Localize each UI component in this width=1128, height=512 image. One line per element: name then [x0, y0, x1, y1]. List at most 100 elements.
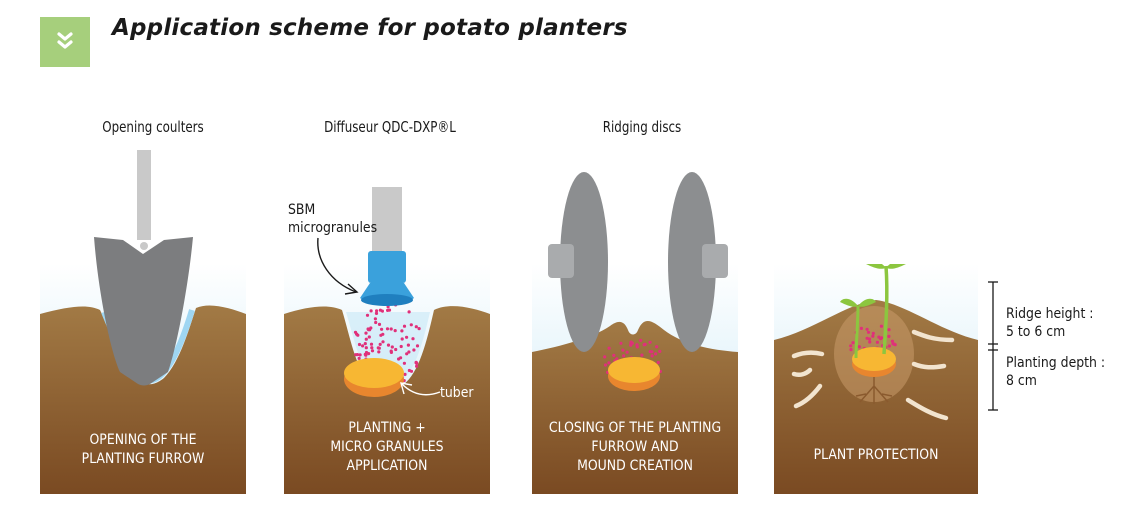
granule-dot	[868, 340, 872, 344]
granule-dot	[654, 352, 658, 356]
granule-dot	[639, 338, 643, 342]
granule-dot	[394, 347, 398, 352]
granule-dot	[381, 340, 385, 344]
double-chevron-down-icon	[57, 32, 73, 49]
granule-dot	[363, 342, 367, 346]
roots	[855, 372, 893, 404]
page-title: Application scheme for potato planters	[112, 15, 628, 41]
granule-dot	[384, 367, 388, 371]
granule-dot	[386, 308, 390, 312]
granule-dot	[405, 352, 409, 356]
granule-dot	[880, 336, 884, 340]
granule-dot	[871, 334, 875, 338]
caption-line: MOUND CREATION	[577, 458, 693, 474]
granule-dot	[393, 363, 397, 367]
granule-dot	[625, 350, 629, 354]
larvae	[791, 329, 955, 421]
granule-dot	[866, 330, 871, 334]
sprout-short	[854, 305, 860, 359]
granule-dot	[384, 362, 389, 366]
granule-dot	[849, 344, 853, 348]
granule-dot	[377, 350, 381, 354]
granule-dot	[377, 346, 381, 350]
logo-badge	[40, 17, 90, 67]
granule-dot	[642, 343, 646, 347]
coulter-bolt	[140, 242, 148, 250]
granule-dot	[402, 379, 406, 383]
granule-dot	[629, 343, 633, 347]
granule-dot	[407, 350, 411, 354]
granule-dot	[374, 362, 378, 366]
granule-dot	[615, 357, 619, 361]
granule-dot	[887, 328, 891, 332]
caption-opening-furrow: OPENING OF THE PLANTING FURROW	[54, 431, 231, 469]
tuber	[608, 357, 660, 383]
granule-dot	[364, 353, 368, 357]
caption-planting: PLANTING + MICRO GRANULES APPLICATION	[298, 419, 475, 476]
granule-dot	[890, 339, 894, 343]
granule-dot	[370, 346, 374, 350]
granule-dot	[385, 327, 390, 331]
sbm-label-line2: microgranules	[288, 220, 378, 236]
granule-dot	[403, 372, 407, 376]
granule-dot	[364, 357, 368, 361]
granule-dot	[378, 342, 382, 346]
granule-dot	[397, 357, 401, 361]
caption-plant-protection: PLANT PROTECTION	[788, 446, 963, 465]
caption-line: CLOSING OF THE PLANTING	[548, 420, 722, 436]
granule-dot	[648, 340, 652, 344]
granule-dot	[390, 345, 394, 349]
caption-line: APPLICATION	[346, 458, 428, 474]
panel-plant-protection: PLANT PROTECTION	[774, 264, 978, 494]
granule-dot	[619, 341, 623, 345]
granule-dot	[374, 311, 379, 315]
granule-dot	[386, 343, 391, 347]
granule-dot	[367, 335, 371, 339]
granule-dot	[357, 342, 362, 347]
sbm-label-line1: SBM	[288, 202, 316, 218]
granule-dot	[380, 327, 384, 331]
granule-dot	[415, 364, 419, 368]
plant-protection-illustration	[774, 264, 978, 494]
granule-dot	[414, 360, 418, 364]
granule-dot	[390, 380, 394, 384]
sprout-tall	[882, 265, 889, 355]
caption-line: PLANT PROTECTION	[813, 447, 939, 463]
granule-dot	[635, 343, 639, 347]
granule-dot	[369, 376, 373, 381]
granule-dot	[382, 371, 386, 375]
granule-dot	[370, 349, 375, 353]
granule-dot	[417, 327, 421, 331]
granule-dot	[365, 313, 370, 317]
granule-dot	[369, 342, 374, 346]
granule-dot	[366, 327, 370, 331]
granule-dot	[857, 345, 861, 349]
granule-dot	[405, 335, 409, 339]
granule-dot	[865, 336, 869, 340]
tuber	[852, 347, 896, 371]
granule-dot	[612, 353, 616, 357]
granule-dot	[386, 305, 390, 309]
caption-line: PLANTING +	[348, 420, 426, 436]
granule-dot	[650, 354, 654, 358]
granule-dot	[364, 346, 368, 350]
granule-dot	[629, 340, 633, 344]
granule-dot	[603, 363, 608, 367]
planting-depth-value: 8 cm	[1006, 373, 1037, 389]
granule-dot	[415, 344, 420, 348]
caption-line: FURROW AND	[591, 439, 679, 455]
granule-dot	[414, 325, 418, 329]
granule-dot	[648, 350, 652, 354]
caption-closing-furrow: CLOSING OF THE PLANTING FURROW AND MOUND…	[546, 419, 723, 476]
granule-dot	[849, 348, 853, 352]
granule-dot	[851, 341, 855, 345]
granule-dot	[388, 365, 392, 369]
granule-dot	[379, 333, 383, 337]
granule-dot	[364, 337, 368, 341]
granule-dot	[393, 329, 397, 333]
granule-dot	[412, 348, 416, 352]
granule-dot	[374, 320, 378, 325]
granule-dot	[622, 354, 626, 358]
granule-dot	[394, 303, 398, 307]
granule-dot	[607, 361, 611, 365]
